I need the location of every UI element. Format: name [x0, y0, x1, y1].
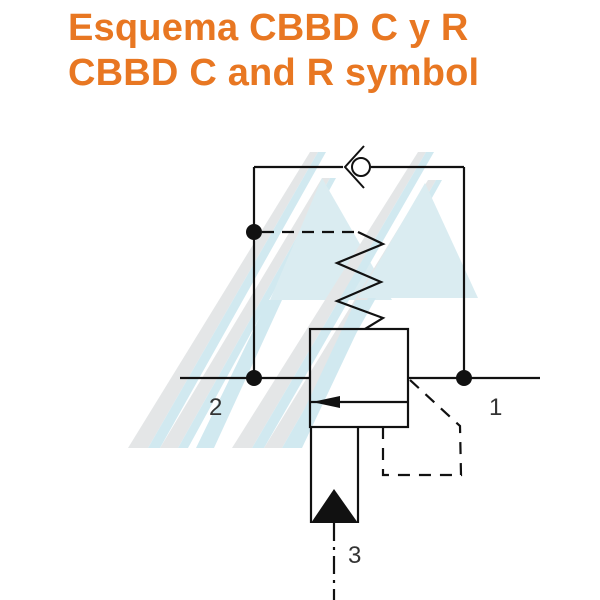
check-valve-icon — [343, 145, 371, 189]
pilot-triangle-icon — [311, 489, 358, 523]
port-3-label: 3 — [348, 542, 361, 569]
junction-dot-port-2 — [246, 370, 262, 386]
junction-dot-spring — [246, 224, 262, 240]
junction-dot-port-1 — [456, 370, 472, 386]
diagram-title: Esquema CBBD C y R CBBD C and R symbol — [68, 6, 479, 96]
flow-arrow-icon — [312, 396, 340, 408]
watermark-logo — [128, 152, 478, 448]
port-2-label: 2 — [209, 394, 222, 421]
title-spanish: Esquema CBBD C y R — [68, 7, 469, 49]
external-pilot-dashed — [381, 379, 463, 477]
port-1-label: 1 — [489, 394, 502, 421]
junction-dots — [246, 224, 472, 386]
title-english: CBBD C and R symbol — [68, 52, 480, 94]
spring — [334, 231, 386, 330]
schematic-lines — [180, 165, 540, 600]
